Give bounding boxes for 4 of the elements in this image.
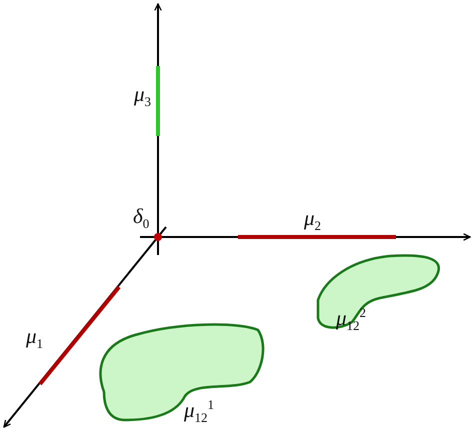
math-label: μ$_{1}$: [26, 326, 44, 350]
math-label: δ$_{0}$: [133, 206, 150, 230]
math-label: μ$_{2}$: [304, 208, 322, 232]
math-label: μ$_{3}$: [134, 84, 152, 108]
